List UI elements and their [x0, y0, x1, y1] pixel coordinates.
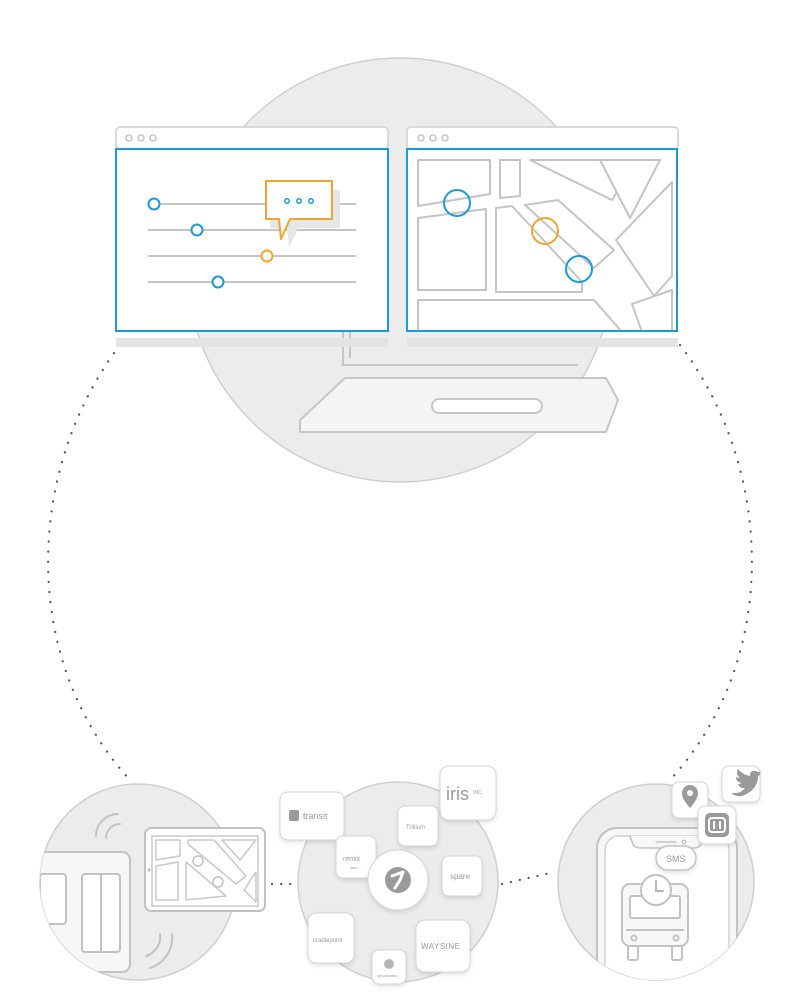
- partner-tile-transit: transit: [279, 791, 345, 841]
- partner-syncromatics-label: syncromatics: [377, 974, 398, 978]
- partner-integrations-group: transit iris INC. Trillium remix labs sp…: [279, 765, 499, 985]
- sms-bubble: SMS: [655, 845, 697, 871]
- sms-label: SMS: [666, 854, 686, 864]
- partner-cradlepoint-label: cradlepoint: [313, 938, 343, 944]
- chat-bubble-icon: [265, 180, 340, 248]
- browser-window-left: [115, 126, 389, 347]
- browser-window-right: [406, 126, 679, 347]
- partner-tile-trillium: Trillium: [397, 805, 439, 847]
- partner-iris-suffix: INC.: [473, 790, 483, 796]
- partner-tile-spare: spare: [441, 855, 483, 897]
- transit-app-icon: [705, 813, 729, 837]
- partner-waysine-label: WAYSINE: [421, 942, 461, 951]
- swiftly-logo-icon: [367, 849, 429, 911]
- clock-icon: [640, 874, 672, 906]
- partner-remix-label: remix: [343, 856, 361, 863]
- partner-transit-label: transit: [303, 811, 328, 821]
- partner-tile-syncromatics: syncromatics: [371, 949, 407, 985]
- timeline-markers: [147, 197, 274, 289]
- partner-spare-label: spare: [450, 872, 471, 881]
- partner-tile-remix: remix labs: [335, 835, 377, 879]
- partner-tile-waysine: WAYSINE: [415, 919, 471, 973]
- partner-tile-iris: iris INC.: [439, 765, 497, 821]
- partner-trillium-label: Trillium: [406, 825, 425, 831]
- wifi-signal-icon: [95, 813, 174, 969]
- timeline-lines: [148, 203, 356, 283]
- bus-icon: [40, 851, 131, 979]
- bus-icon: [621, 883, 689, 961]
- location-pin-icon: [682, 785, 698, 808]
- twitter-bird-icon: [731, 769, 761, 797]
- partner-tile-cradlepoint: cradlepoint: [307, 912, 355, 964]
- dotted-connection-ring: [47, 343, 753, 886]
- keyboard-icon: [299, 377, 619, 433]
- map-markers: [443, 189, 593, 283]
- tablet-map-icon: [144, 827, 266, 912]
- twitter-tile: [721, 765, 761, 803]
- browser-dots-icon: [125, 134, 157, 142]
- browser-dots-icon: [417, 134, 449, 142]
- rider-phone-group: SMS: [557, 765, 761, 981]
- partner-iris-label: iris: [446, 784, 469, 804]
- vehicle-hardware-group: [39, 783, 266, 981]
- desktop-monitor-group: [115, 57, 679, 483]
- partner-remix-sub: labs: [350, 865, 357, 870]
- transit-app-tile: [697, 805, 737, 845]
- map-icon: [417, 159, 673, 330]
